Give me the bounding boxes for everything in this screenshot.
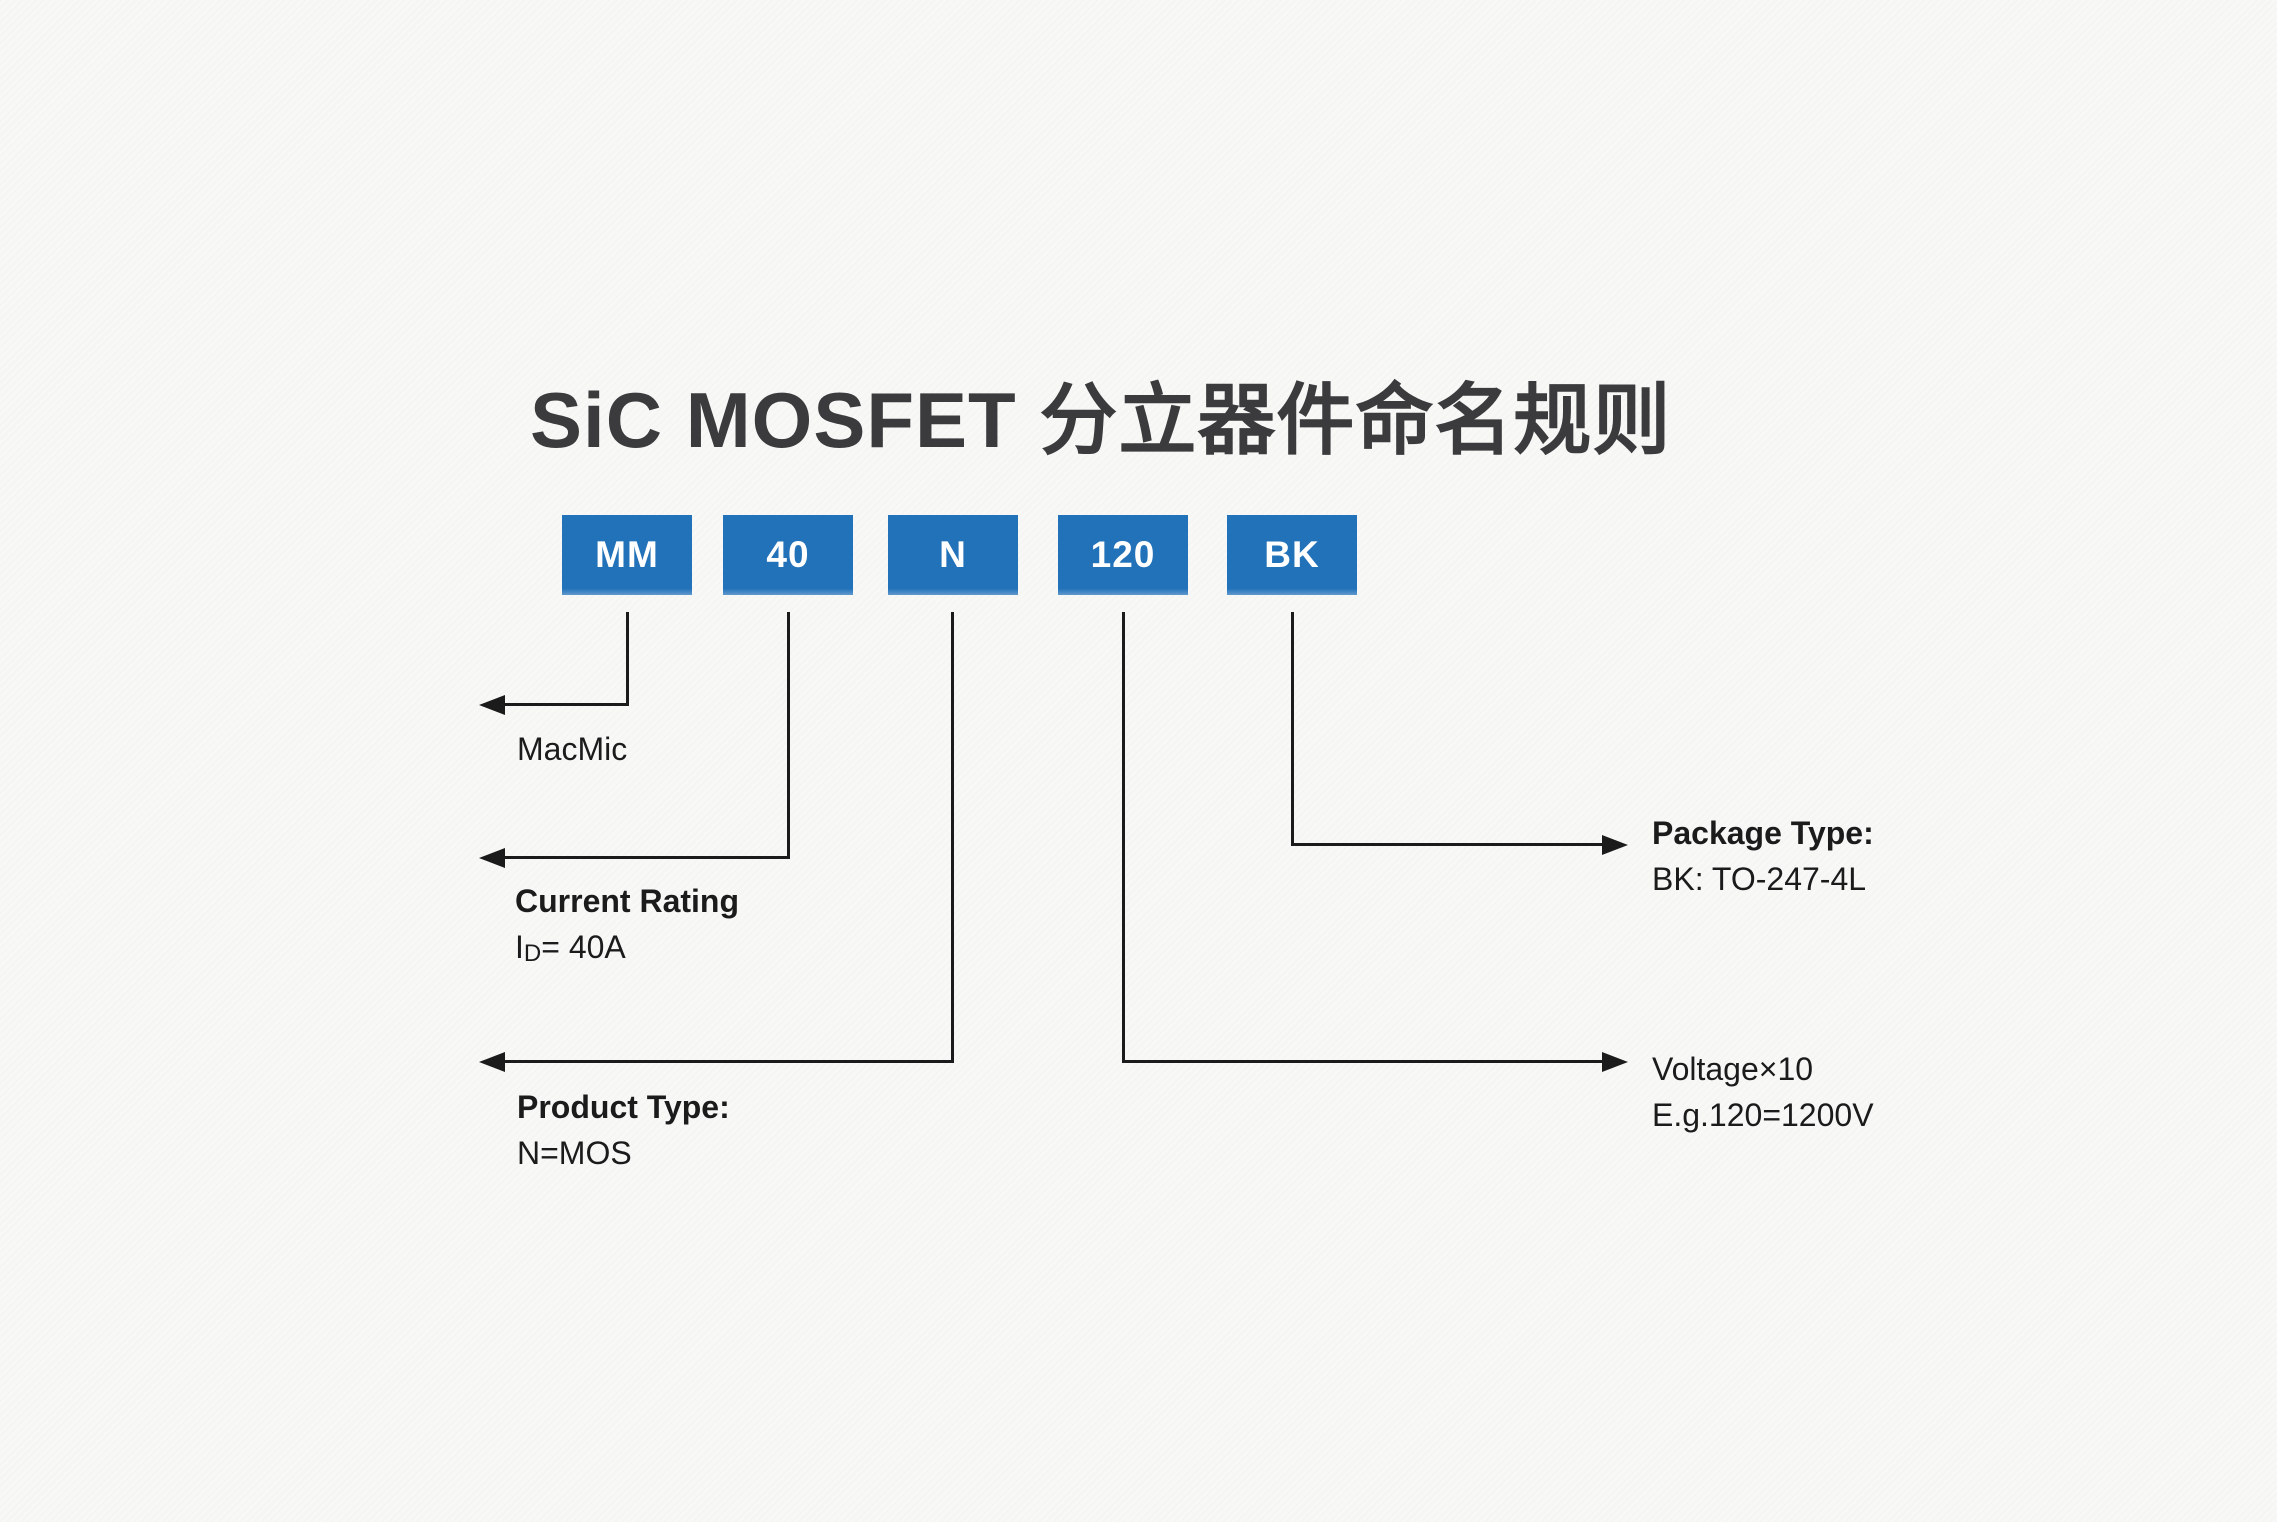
mm-connector-vline — [626, 612, 629, 706]
package-connector-hline — [1291, 843, 1604, 846]
voltage-connector-hline — [1122, 1060, 1604, 1063]
voltage-connector-vline — [1122, 612, 1125, 1063]
current-symbol: I — [515, 929, 524, 965]
current-value: = 40A — [541, 929, 626, 965]
product-connector-hline — [500, 1060, 954, 1063]
current-symbol-subscript: D — [523, 940, 542, 967]
label-voltage: Voltage×10 E.g.120=1200V — [1652, 1046, 1874, 1138]
code-box-current-rating: 40 — [723, 515, 853, 595]
package-connector-vline — [1291, 612, 1294, 846]
arrow-right-icon — [1602, 1052, 1628, 1072]
current-connector-hline — [500, 856, 790, 859]
arrow-right-icon — [1602, 835, 1628, 855]
current-rating-title: Current Rating — [515, 883, 739, 919]
voltage-example: E.g.120=1200V — [1652, 1097, 1874, 1133]
diagram-title: SiC MOSFET 分立器件命名规则 — [530, 376, 1672, 464]
label-package-type: Package Type: BK: TO-247-4L — [1652, 810, 1874, 902]
arrow-left-icon — [479, 848, 505, 868]
manufacturer-name: MacMic — [517, 731, 628, 767]
current-connector-vline — [787, 612, 790, 859]
label-product-type: Product Type: N=MOS — [517, 1084, 730, 1176]
product-type-value: N=MOS — [517, 1135, 632, 1171]
package-type-value: BK: TO-247-4L — [1652, 861, 1867, 897]
code-box-manufacturer: MM — [562, 515, 692, 595]
code-box-voltage: 120 — [1058, 515, 1188, 595]
product-connector-vline — [951, 612, 954, 1063]
label-current-rating: Current Rating ID= 40A — [515, 878, 739, 977]
mm-connector-hline — [500, 703, 629, 706]
voltage-title: Voltage×10 — [1652, 1051, 1814, 1087]
code-box-product-type: N — [888, 515, 1018, 595]
label-manufacturer: MacMic — [517, 726, 627, 772]
arrow-left-icon — [479, 1052, 505, 1072]
package-type-title: Package Type: — [1652, 815, 1874, 851]
arrow-left-icon — [479, 695, 505, 715]
code-box-package: BK — [1227, 515, 1357, 595]
product-type-title: Product Type: — [517, 1089, 730, 1125]
current-rating-value: ID= 40A — [515, 924, 739, 977]
